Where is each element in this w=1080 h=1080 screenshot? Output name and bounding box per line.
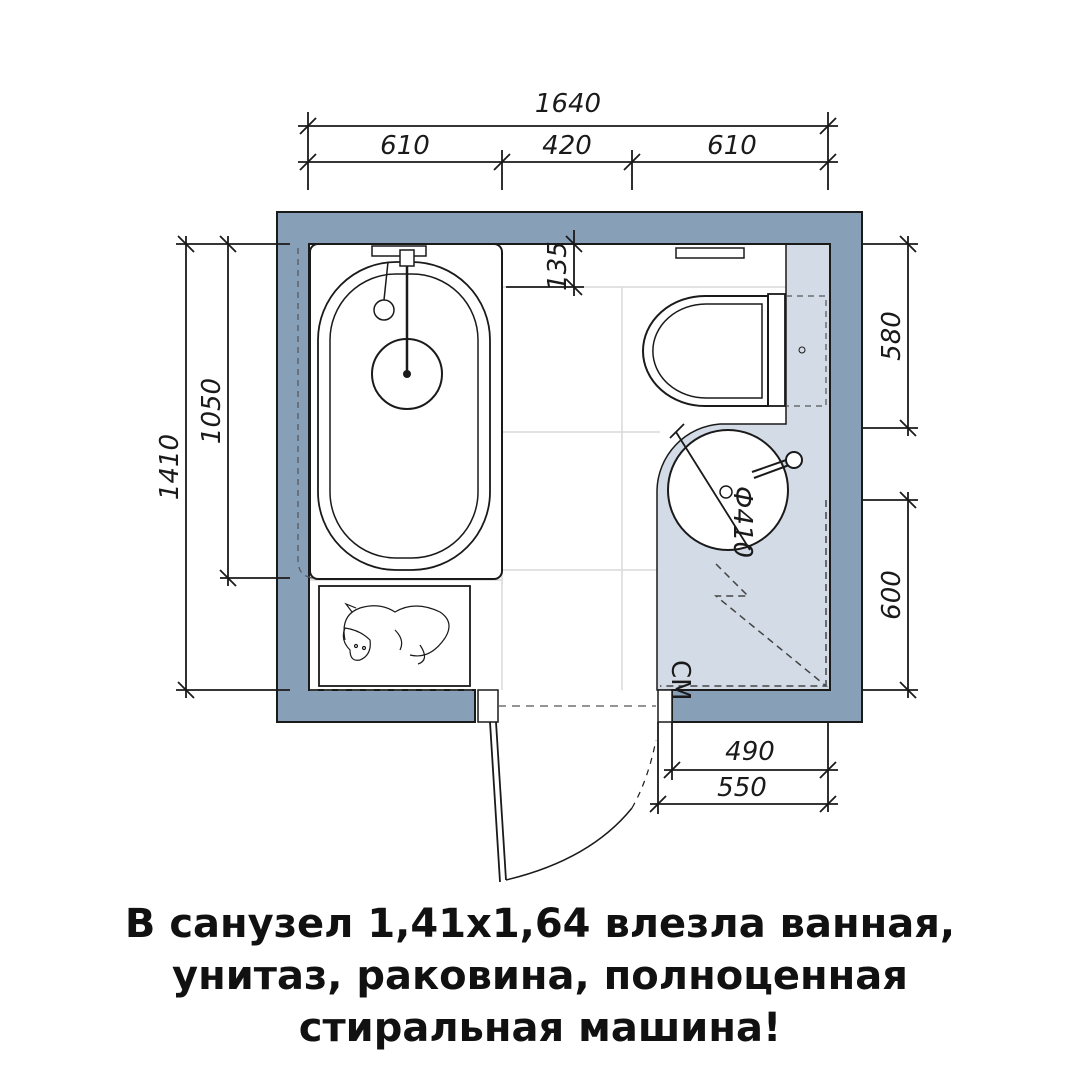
- bath-mat: [318, 585, 471, 687]
- toilet-tank: [767, 293, 786, 407]
- bath-faucet-icon: [371, 245, 427, 257]
- bathroom-walls: [276, 211, 863, 723]
- dimension-door-offset-inner: 490: [725, 737, 775, 767]
- bathtub: [309, 243, 503, 580]
- dimension-total-height: 1410: [155, 434, 185, 500]
- dimension-toilet-zone: 580: [877, 311, 907, 361]
- dimension-segment-left: 610: [380, 131, 430, 161]
- sink-drain-icon: [719, 485, 733, 499]
- dimension-total-width: 1640: [535, 89, 601, 119]
- caption-line-3: стиральная машина!: [298, 1005, 782, 1051]
- dimension-door-offset-outer: 550: [717, 773, 767, 803]
- caption-line-2: унитаз, раковина, полноценная: [172, 953, 908, 999]
- sink: [667, 429, 803, 551]
- caption-line-1: В санузел 1,41х1,64 влезла ванная,: [124, 901, 956, 947]
- bathroom-floor-plan: СМ: [155, 89, 918, 883]
- dimension-washer-zone: 600: [877, 570, 907, 620]
- cat-drawing-icon: [342, 602, 450, 665]
- caption: В санузел 1,41х1,64 влезла ванная, унита…: [60, 898, 1020, 1054]
- dimension-faucet-offset: 135: [543, 241, 573, 291]
- dimension-segment-middle: 420: [542, 131, 592, 161]
- dimension-sink-diameter: Ф410: [727, 486, 757, 558]
- dimension-bathtub-length: 1050: [197, 378, 227, 444]
- dimension-lines: [176, 112, 918, 814]
- washing-machine: [660, 500, 829, 687]
- door: [310, 689, 673, 883]
- flush-plate-icon: [675, 247, 745, 259]
- sink-faucet-icon: [751, 451, 803, 479]
- toilet: [642, 247, 827, 407]
- dimension-segment-right: 610: [707, 131, 757, 161]
